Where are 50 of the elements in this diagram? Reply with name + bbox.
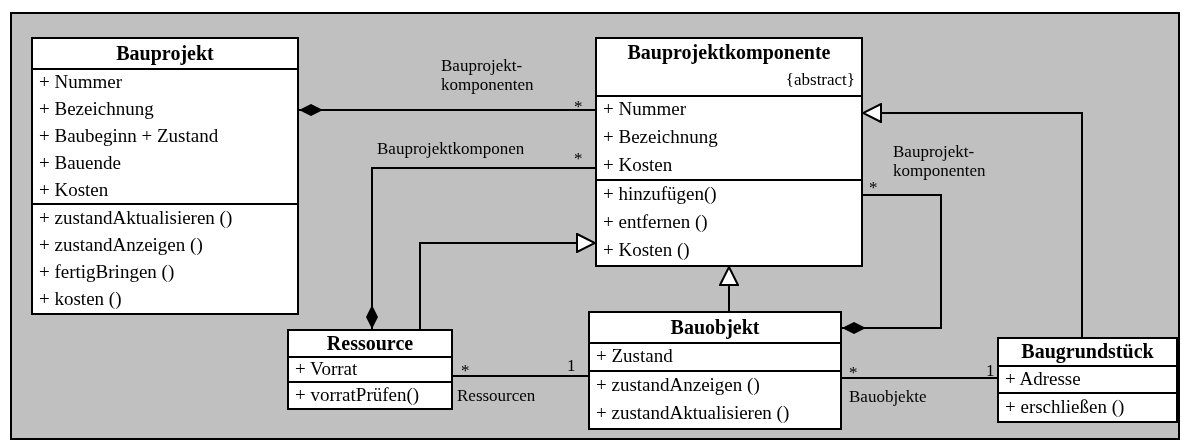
multiplicity-label: * bbox=[574, 98, 583, 116]
class-box bbox=[588, 311, 842, 430]
stereotype-text: {abstract} bbox=[784, 69, 856, 91]
class-name: Bauobjekt bbox=[669, 314, 761, 339]
class-name: Ressource bbox=[325, 330, 415, 355]
operation-text: + zustandAktualisieren () bbox=[38, 205, 234, 230]
attribute-text: + Zustand bbox=[595, 344, 674, 368]
operation-text: + hinzufügen() bbox=[602, 182, 718, 206]
association-line bbox=[841, 377, 998, 379]
composition-line bbox=[841, 194, 942, 334]
multiplicity-label: * bbox=[461, 362, 470, 380]
multiplicity-label: * bbox=[849, 364, 858, 382]
role-name: Bauobjekte bbox=[849, 387, 927, 406]
generalization-arrow bbox=[862, 103, 1083, 338]
operation-text: + kosten () bbox=[38, 286, 123, 311]
role-name: Bauprojektkomponen bbox=[377, 139, 525, 158]
attribute-text: + Kosten bbox=[602, 153, 674, 177]
operation-text: + erschließen () bbox=[1004, 394, 1126, 419]
class-box bbox=[287, 329, 453, 410]
generalization-arrow bbox=[419, 233, 596, 330]
attribute-text: + Bauende bbox=[38, 150, 122, 175]
class-box bbox=[595, 37, 863, 267]
class-box bbox=[31, 37, 299, 315]
attribute-text: + Nummer bbox=[602, 97, 687, 121]
operation-text: + zustandAktualisieren () bbox=[595, 401, 791, 425]
multiplicity-label: * bbox=[869, 179, 878, 197]
association-line bbox=[452, 375, 589, 377]
attribute-text: + Bezeichnung bbox=[38, 96, 155, 121]
operation-text: + vorratPrüfen() bbox=[294, 382, 421, 407]
class-box bbox=[997, 337, 1178, 423]
class-name: Bauprojektkomponente bbox=[626, 40, 832, 64]
attribute-text: + Bezeichnung bbox=[602, 125, 719, 149]
attribute-text: + Baubeginn + Zustand bbox=[38, 123, 220, 148]
attribute-text: + Kosten bbox=[38, 177, 110, 202]
multiplicity-label: * bbox=[574, 150, 583, 168]
class-name: Bauprojekt bbox=[115, 40, 215, 65]
class-name: Baugrundstück bbox=[1020, 339, 1155, 363]
composition-line bbox=[366, 167, 596, 330]
attribute-text: + Nummer bbox=[38, 69, 123, 94]
operation-text: + entfernen () bbox=[602, 210, 709, 234]
attribute-text: + Adresse bbox=[1004, 366, 1082, 391]
attribute-text: + Vorrat bbox=[294, 356, 359, 381]
multiplicity-label: 1 bbox=[567, 357, 576, 375]
composition-line bbox=[298, 104, 596, 116]
operation-text: + zustandAnzeigen () bbox=[595, 373, 761, 397]
operation-text: + zustandAnzeigen () bbox=[38, 232, 204, 257]
operation-text: + fertigBringen () bbox=[38, 259, 176, 284]
operation-text: + Kosten () bbox=[602, 238, 691, 262]
generalization-arrow bbox=[719, 266, 739, 312]
multiplicity-label: 1 bbox=[986, 362, 995, 380]
